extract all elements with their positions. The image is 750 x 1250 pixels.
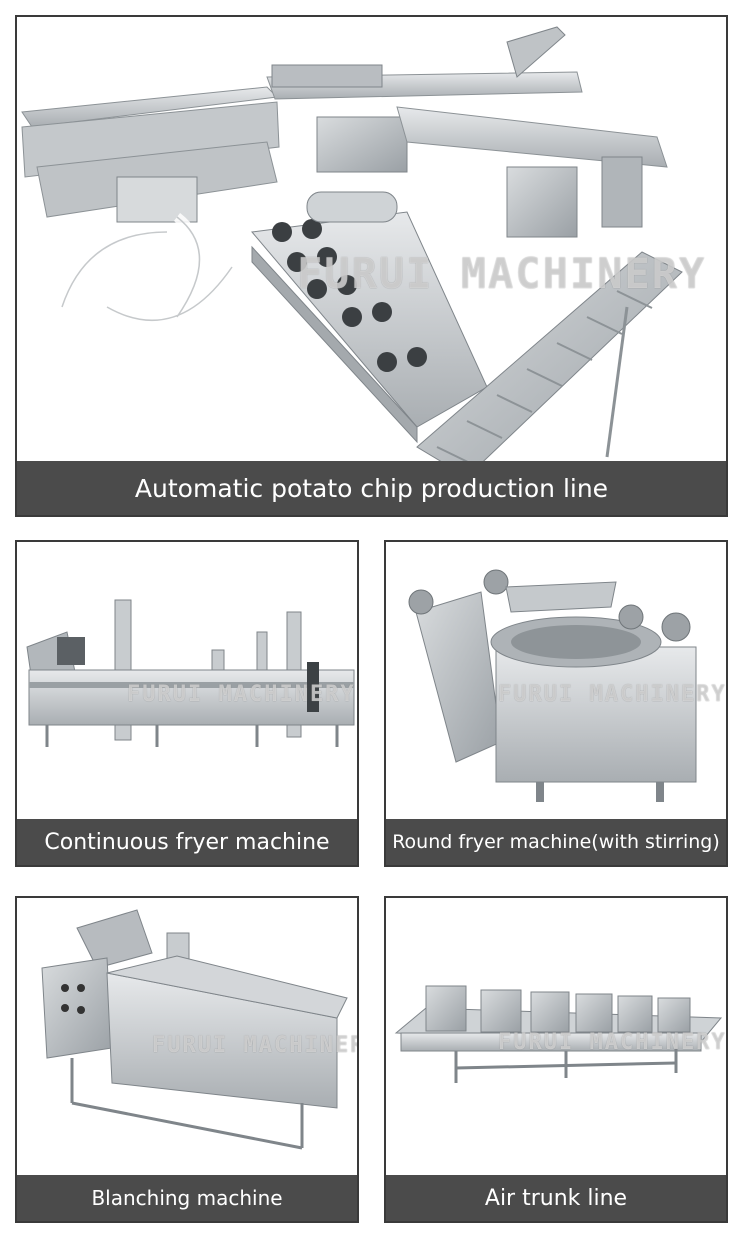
round-fryer-photo: [408, 569, 697, 802]
caption-air-trunk-line: Air trunk line: [386, 1175, 726, 1221]
panel-production-line: FURUI MACHINERY Automatic potato chip pr…: [15, 15, 728, 517]
caption-continuous-fryer: Continuous fryer machine: [17, 819, 357, 865]
caption-round-fryer: Round fryer machine(with stirring): [386, 819, 726, 865]
production-line-photo: [21, 26, 683, 478]
air-trunk-line-photo: [394, 985, 723, 1083]
watermark-text: FURUI MACHINERY: [498, 682, 727, 707]
panel-blanching-machine: FURUI MACHINERY Blanching machine: [15, 896, 359, 1223]
watermark-text: FURUI MACHINERY: [498, 1030, 727, 1055]
blanching-machine-photo: [41, 909, 348, 1150]
watermark-text: FURUI MACHINERY: [127, 682, 356, 707]
panel-continuous-fryer: FURUI MACHINERY Continuous fryer machine: [15, 540, 359, 867]
continuous-fryer-photo: [26, 599, 355, 747]
caption-production-line: Automatic potato chip production line: [17, 461, 726, 515]
panel-air-trunk-line: FURUI MACHINERY Air trunk line: [384, 896, 728, 1223]
watermark-text: FURUI MACHINERY: [297, 249, 707, 298]
caption-blanching-machine: Blanching machine: [17, 1175, 357, 1221]
panel-round-fryer: FURUI MACHINERY Round fryer machine(with…: [384, 540, 728, 867]
watermark-text: FURUI MACHINERY: [152, 1033, 359, 1058]
